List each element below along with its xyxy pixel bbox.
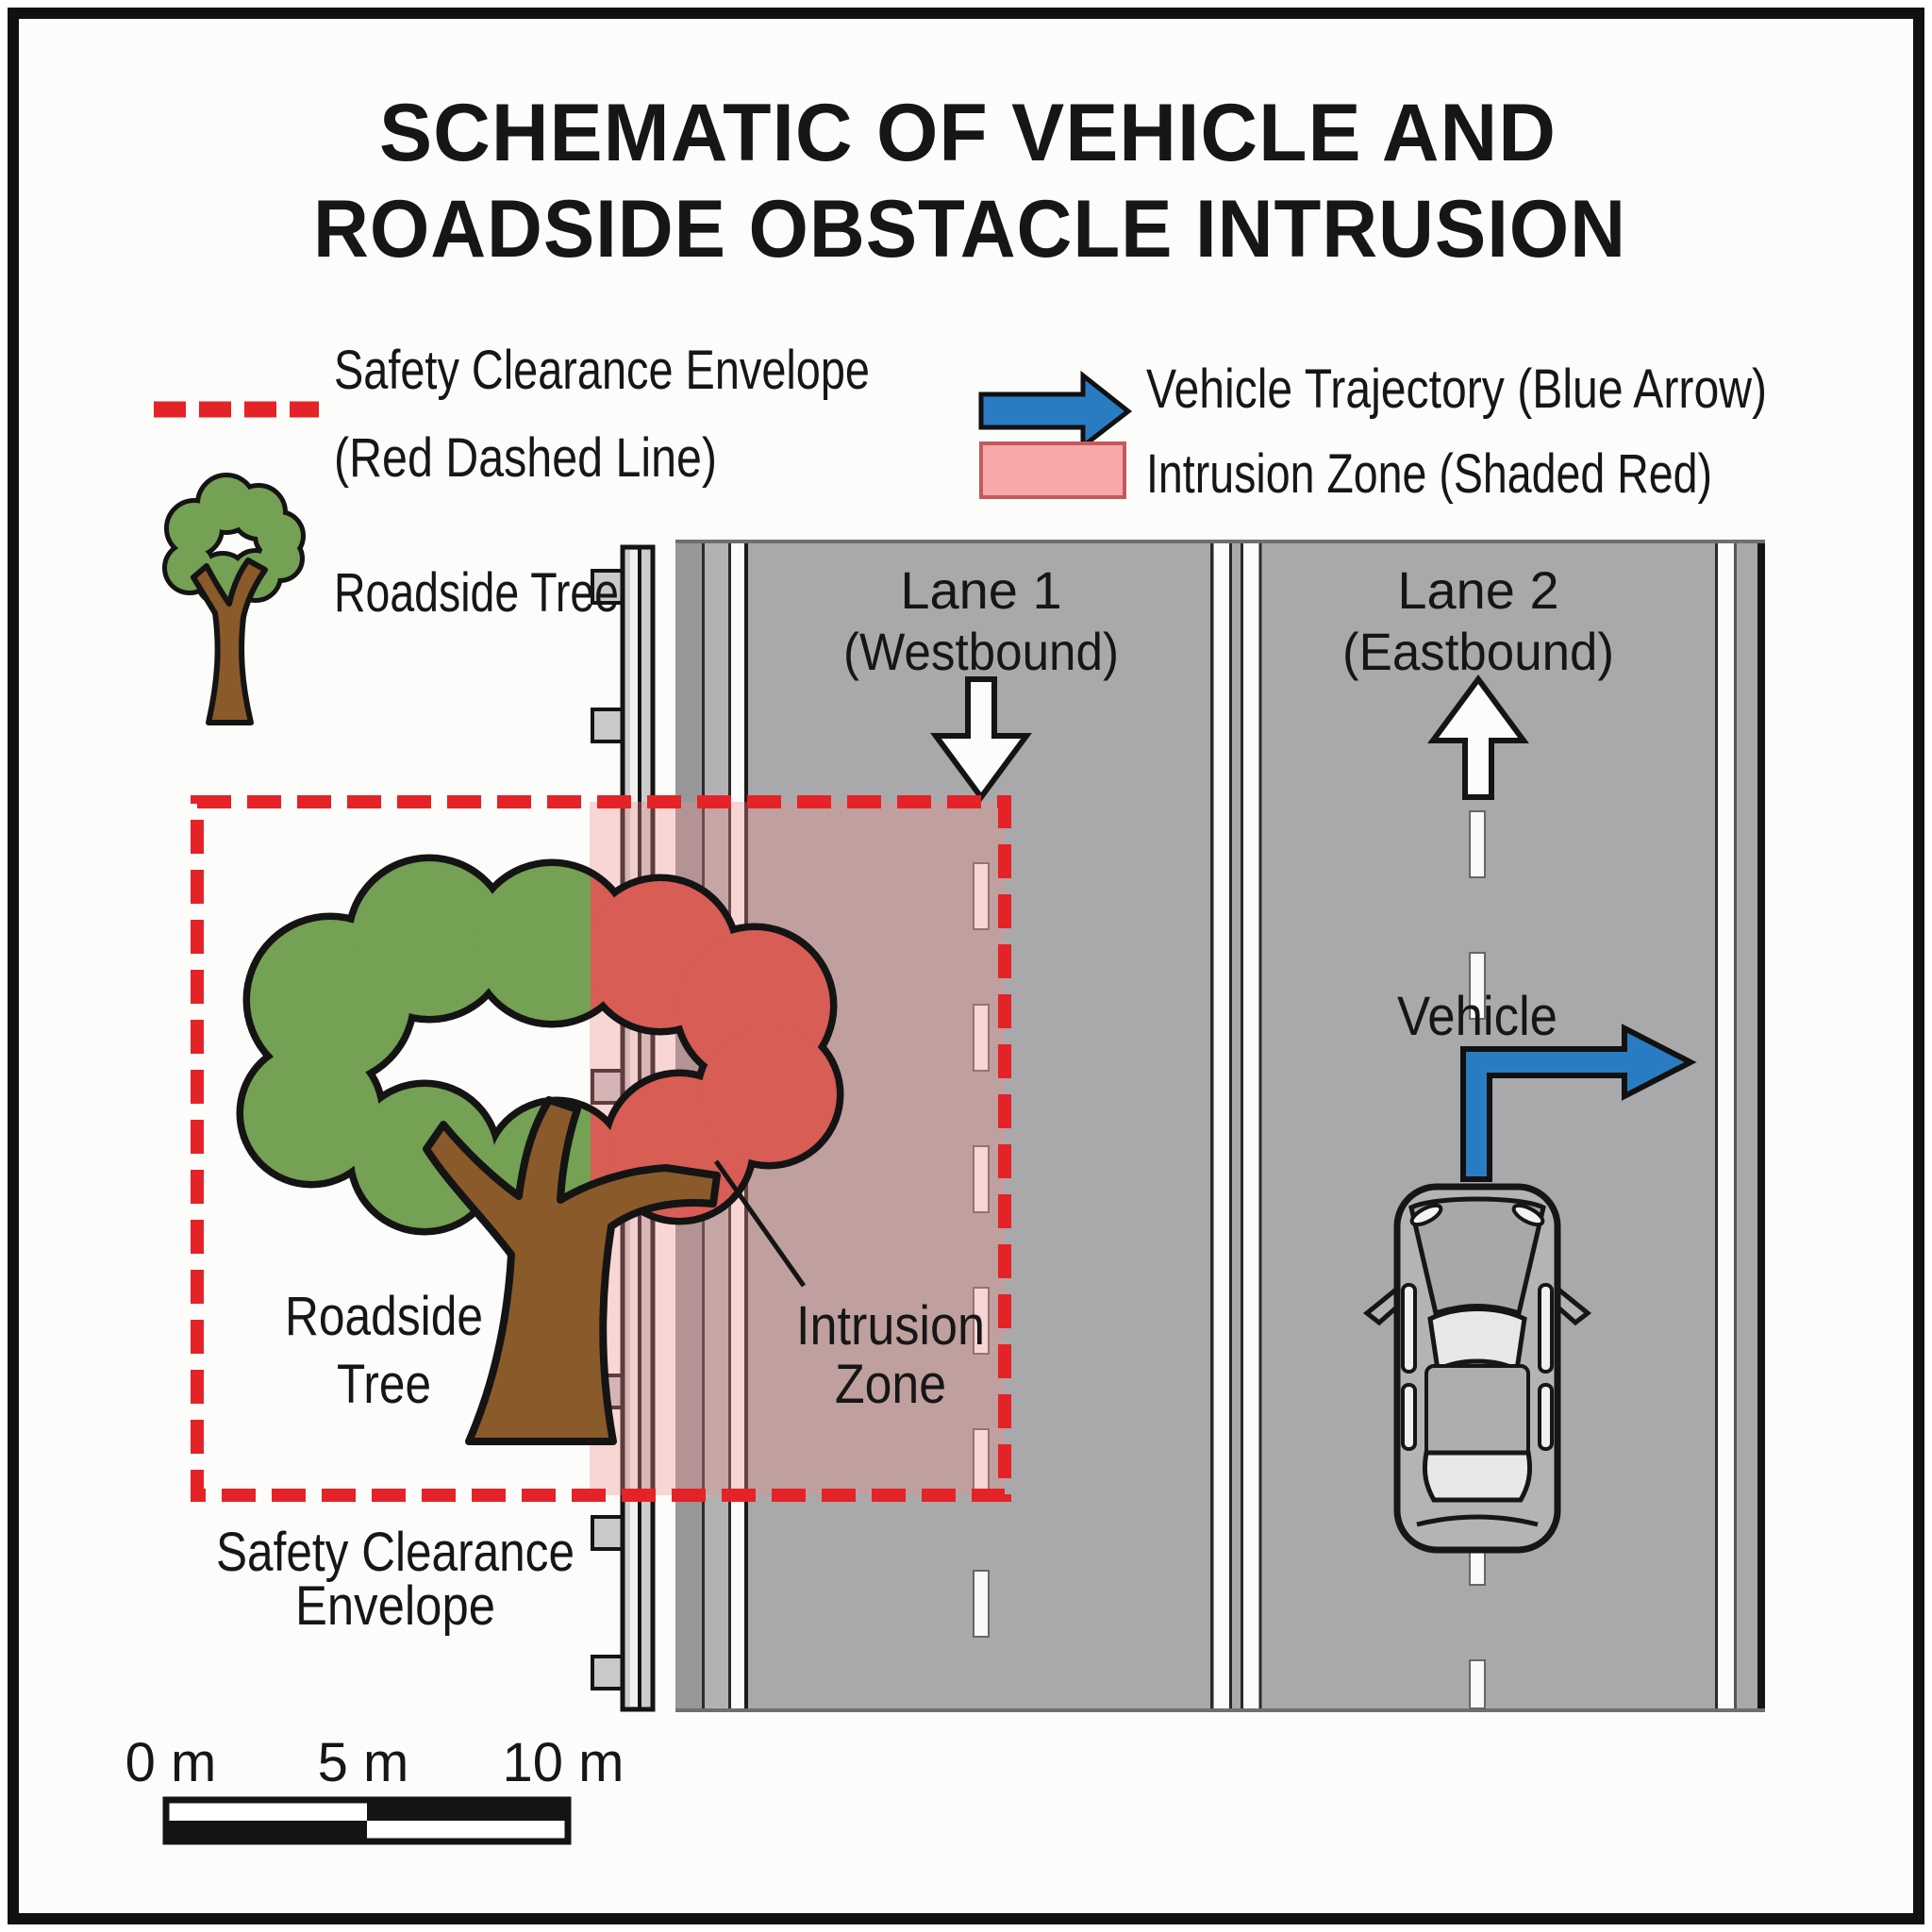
scale-label-0: 0 m [125, 1732, 217, 1793]
lane2-direction: (Eastbound) [1342, 622, 1614, 681]
right-shoulder-band [1737, 540, 1757, 1712]
intrusion-zone-swatch-icon [979, 441, 1126, 499]
intrusion-callout-line [713, 1159, 807, 1288]
legend-vehicle-trajectory-label: Vehicle Trajectory (Blue Arrow) [1146, 358, 1767, 420]
car-hood [1408, 1196, 1546, 1317]
divider-white-stripe [1213, 540, 1229, 1712]
scale-bar-border [162, 1796, 572, 1845]
car-roof [1424, 1364, 1530, 1458]
car-left-rear-window [1401, 1383, 1417, 1451]
legend-roadside-tree-label: Roadside Tree [334, 562, 619, 624]
car-right-headlight [1511, 1203, 1545, 1227]
vehicle: Vehicle [1362, 986, 1697, 1554]
vehicle-trajectory-arrow-icon [1460, 1024, 1697, 1182]
roadside-tree-label-line1: Roadside [285, 1286, 483, 1347]
intrusion-zone-label-line1: Intrusion [796, 1295, 985, 1357]
vehicle-label: Vehicle [1397, 986, 1557, 1047]
divider-white-stripe [1243, 540, 1259, 1712]
annotations: Roadside Tree Intrusion Zone Safety Clea… [216, 1159, 985, 1637]
car-trunk-line [1416, 1514, 1539, 1527]
scale-label-10: 10 m [503, 1732, 625, 1793]
car-windshield [1427, 1307, 1527, 1374]
car-icon [1362, 1183, 1592, 1554]
safety-clearance-envelope [191, 795, 1011, 1502]
road-right-border [1757, 540, 1765, 1712]
tree-trunk [423, 1096, 721, 1445]
scale-bar-cell [367, 1800, 568, 1821]
lane2-name: Lane 2 [1397, 560, 1558, 620]
car-right-rear-window [1538, 1383, 1554, 1451]
safety-envelope-label-line2: Envelope [295, 1575, 495, 1637]
intrusion-zone-label-line2: Zone [835, 1354, 946, 1415]
scale-bar: 0 m 5 m 10 m [125, 1732, 625, 1845]
tree-icon [162, 473, 306, 725]
safety-envelope-label-line1: Safety Clearance [216, 1522, 575, 1583]
divider-line [1210, 540, 1214, 1712]
page-frame [8, 8, 1924, 1924]
lane2-up-arrow-icon [1427, 674, 1529, 800]
legend-safety-clearance-line2: (Red Dashed Line) [334, 427, 717, 489]
right-edge-border [1715, 540, 1718, 1712]
legend-intrusion-zone-label: Intrusion Zone (Shaded Red) [1146, 443, 1712, 505]
legend-safety-clearance-line1: Safety Clearance Envelope [334, 340, 870, 401]
road-top-edge [675, 540, 1765, 543]
road-bottom-edge [675, 1708, 1765, 1712]
divider-line [1258, 540, 1262, 1712]
roadside-tree-label-line2: Tree [337, 1354, 431, 1415]
scale-label-5: 5 m [318, 1732, 409, 1793]
scale-bar-cell [166, 1821, 367, 1841]
car-left-headlight [1409, 1203, 1443, 1227]
divider-line [1229, 540, 1232, 1712]
car-right-front-window [1538, 1283, 1554, 1374]
lane1-name: Lane 1 [900, 560, 1061, 620]
car-left-front-window [1401, 1283, 1417, 1374]
roadside-tree [236, 854, 844, 1445]
lane-markings: Lane 1 (Westbound) Lane 2 (Eastbound) [843, 560, 1614, 803]
title: SCHEMATIC OF VEHICLE AND ROADSIDE OBSTAC… [313, 88, 1626, 275]
page-title-line2: ROADSIDE OBSTACLE INTRUSION [313, 184, 1626, 275]
right-edge-border [1734, 540, 1737, 1712]
car-rear-window [1422, 1450, 1533, 1503]
lane1-dashes [973, 862, 990, 1638]
page-title-line1: SCHEMATIC OF VEHICLE AND [379, 88, 1557, 178]
blue-arrow-icon [978, 370, 1133, 452]
right-edge-line [1718, 540, 1734, 1712]
divider-line [1241, 540, 1243, 1712]
lane1-direction: (Westbound) [843, 622, 1119, 681]
legend: Safety Clearance Envelope (Red Dashed Li… [154, 340, 1767, 725]
lane1-down-arrow-icon [930, 676, 1032, 803]
